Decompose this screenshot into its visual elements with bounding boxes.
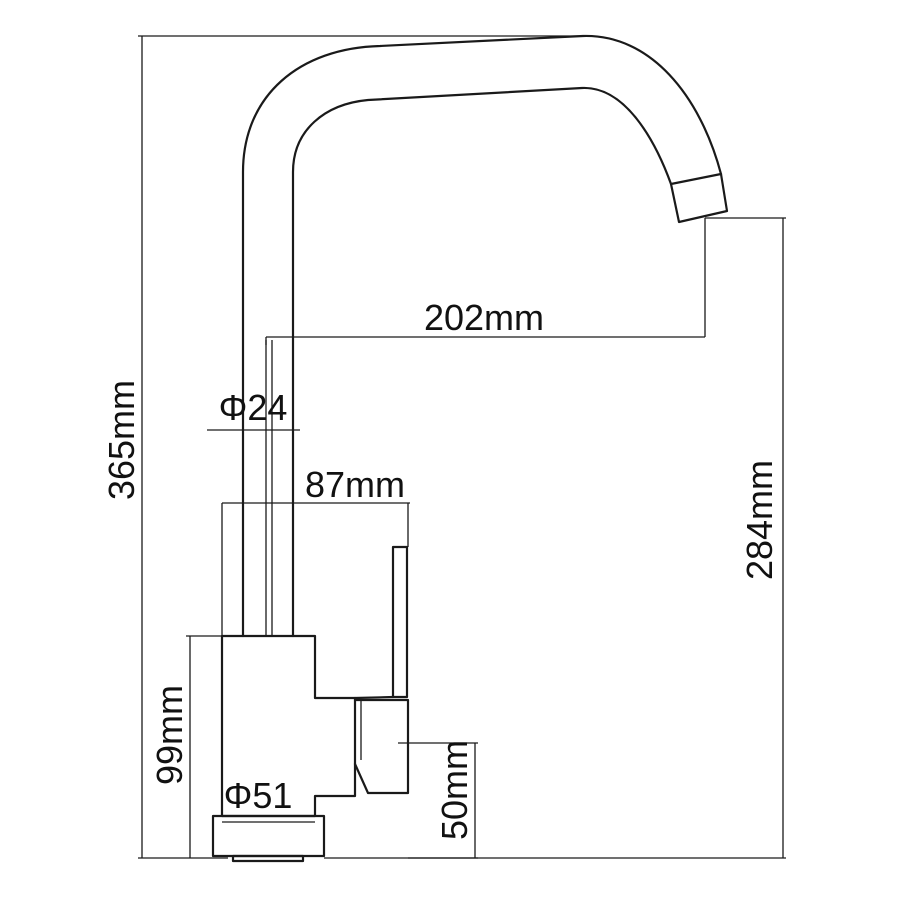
label-body-height: 99mm	[149, 685, 190, 785]
label-spout-reach: 202mm	[424, 297, 544, 338]
label-base-diameter: Φ51	[224, 775, 293, 816]
side-lever-joint	[353, 695, 395, 700]
spout-nozzle	[669, 172, 729, 224]
faucet-outline	[211, 34, 729, 863]
dimension-lines	[138, 35, 786, 859]
label-body-depth: 87mm	[305, 464, 405, 505]
label-spout-height: 284mm	[739, 460, 780, 580]
spout-inner-edge	[291, 86, 673, 638]
spout-outer-edge	[241, 34, 723, 638]
label-total-height: 365mm	[101, 380, 142, 500]
handle-cartridge	[353, 698, 410, 795]
label-pipe-diameter: Φ24	[219, 387, 288, 428]
side-lever	[391, 545, 409, 699]
base-gasket	[231, 854, 305, 863]
label-handle-height: 50mm	[434, 740, 475, 840]
dimension-labels: 365mm 202mm Φ24 87mm 99mm Φ51 50mm 284mm	[101, 297, 780, 840]
